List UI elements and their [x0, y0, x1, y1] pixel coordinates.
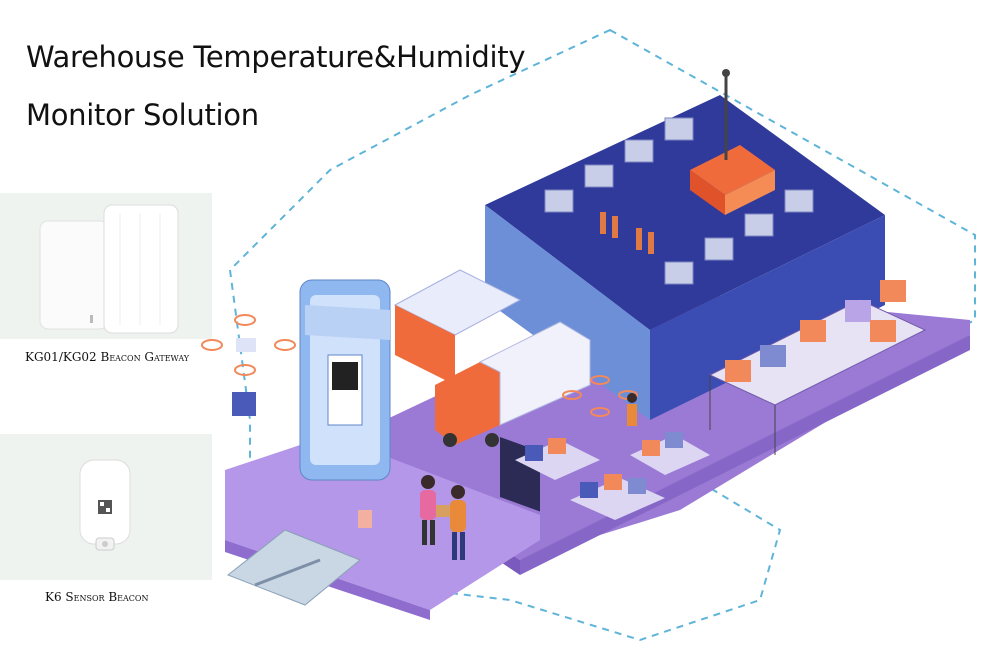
- credit-card-icon: [227, 529, 361, 606]
- gateway-label: KG01/KG02 Beacon Gateway: [25, 350, 190, 364]
- sensor-beacon-icon: [79, 459, 131, 551]
- box-pallets: [232, 392, 710, 520]
- title-line-2: Monitor Solution: [26, 98, 259, 132]
- roof-gateway-icon: [690, 69, 775, 215]
- title-line-1: Warehouse Temperature&Humidity: [26, 40, 526, 74]
- storage-shelves: [708, 280, 927, 455]
- sensor-product-card: [0, 434, 212, 580]
- warehouse-roof: [485, 95, 885, 330]
- customer-figures: [358, 393, 637, 560]
- smartphone-store-icon: [299, 279, 391, 481]
- gateway-product-card: [0, 193, 212, 339]
- page-title: Warehouse Temperature&Humidity Monitor S…: [26, 28, 526, 144]
- sensor-label: K6 Sensor Beacon: [45, 590, 149, 604]
- roof-vents: [544, 117, 814, 285]
- drone-icon: [201, 314, 638, 417]
- gateway-device-icon: [39, 204, 179, 334]
- delivery-trucks: [393, 269, 591, 447]
